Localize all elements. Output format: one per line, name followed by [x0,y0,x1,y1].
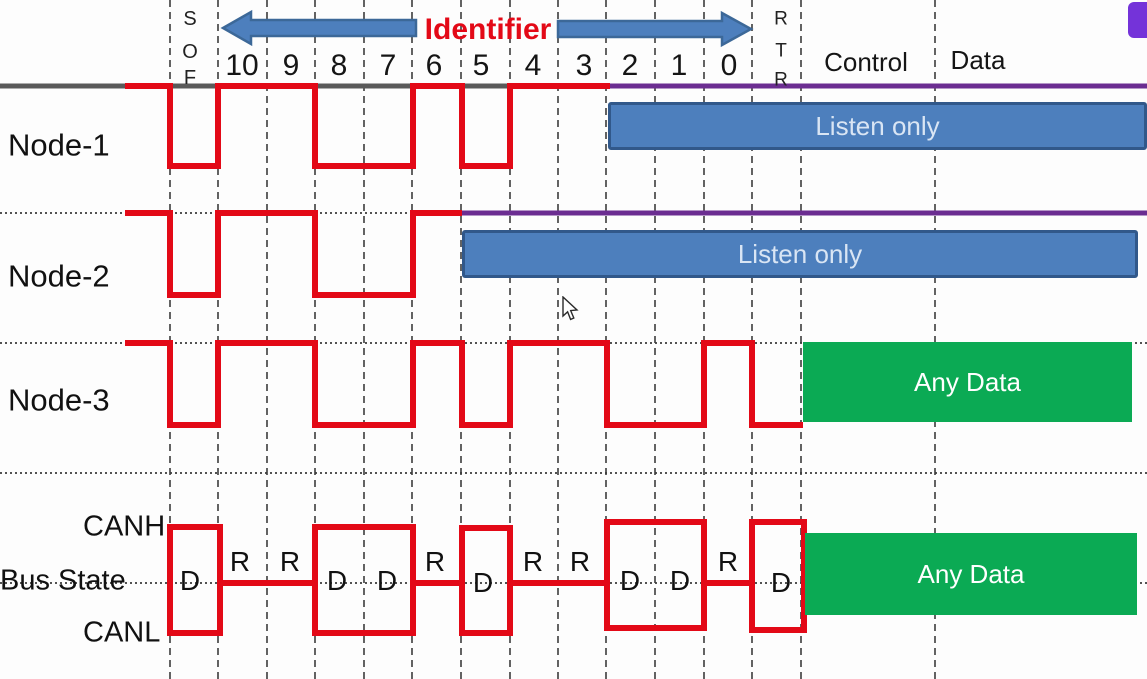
identifier-left-arrow-icon [220,9,418,47]
rtr-letter: R [774,69,788,91]
bus-bit-state-4: R [522,546,544,577]
bit-number-4: 4 [524,49,542,82]
bus-bit-state-8: D [326,565,348,596]
bit-number-10: 10 [225,49,259,82]
corner-violet-shape [1128,2,1147,38]
node2-listen-only-bar: Listen only [462,230,1138,278]
node3-any-data-label: Any Data [914,366,1021,397]
bus-bit-state-3: R [569,546,591,577]
node1-waveform [125,83,610,169]
data-field-label: Data [950,45,1006,75]
bit-number-7: 7 [379,49,397,82]
bus-bit-state-7: D [376,565,398,596]
node1-label: Node-1 [8,127,110,163]
bit-number-1: 1 [670,49,688,82]
canl-label: CANL [83,616,161,649]
identifier-label: Identifier [424,13,552,46]
bus-bit-state-rtr: D [770,567,792,598]
identifier-right-arrow-icon [556,10,754,48]
bit-number-9: 9 [282,49,300,82]
node3-any-data-bar: Any Data [803,342,1132,422]
node1-listen-only-label: Listen only [815,110,940,141]
bit-number-5: 5 [472,49,490,82]
bus-bit-state-1: D [669,565,691,596]
node2-waveform [125,210,462,298]
bus-state-waveform [167,519,807,636]
bus-any-data-bar: Any Data [805,533,1137,615]
bit-number-3: 3 [575,49,593,82]
bus-state-label: Bus State [0,564,126,597]
bus-bit-state-2: D [619,565,641,596]
bus-bit-state-sof: D [179,565,201,596]
bus-bit-state-6: R [424,546,446,577]
rtr-letter: T [775,40,787,62]
bus-bit-state-9: R [279,546,301,577]
rtr-letter: R [774,8,788,30]
node2-label: Node-2 [8,258,110,294]
control-field-label: Control [824,47,908,77]
bit-number-2: 2 [621,49,639,82]
sof-letter: F [183,67,197,89]
node3-waveform [125,340,803,428]
bus-any-data-label: Any Data [917,558,1025,589]
bit-number-8: 8 [330,49,348,82]
sof-letter: O [182,41,198,63]
node1-listen-only-bar: Listen only [608,102,1147,150]
bit-number-0: 0 [720,49,738,82]
canh-label: CANH [83,510,166,543]
bus-bit-state-0: R [717,546,739,577]
node2-listen-only-label: Listen only [737,238,863,269]
mouse-cursor-icon [562,296,579,321]
node3-label: Node-3 [8,382,110,418]
bus-bit-state-10: R [229,546,251,577]
sof-letter: S [183,8,197,30]
bus-bit-state-5: D [472,567,494,598]
bit-number-6: 6 [425,49,443,82]
